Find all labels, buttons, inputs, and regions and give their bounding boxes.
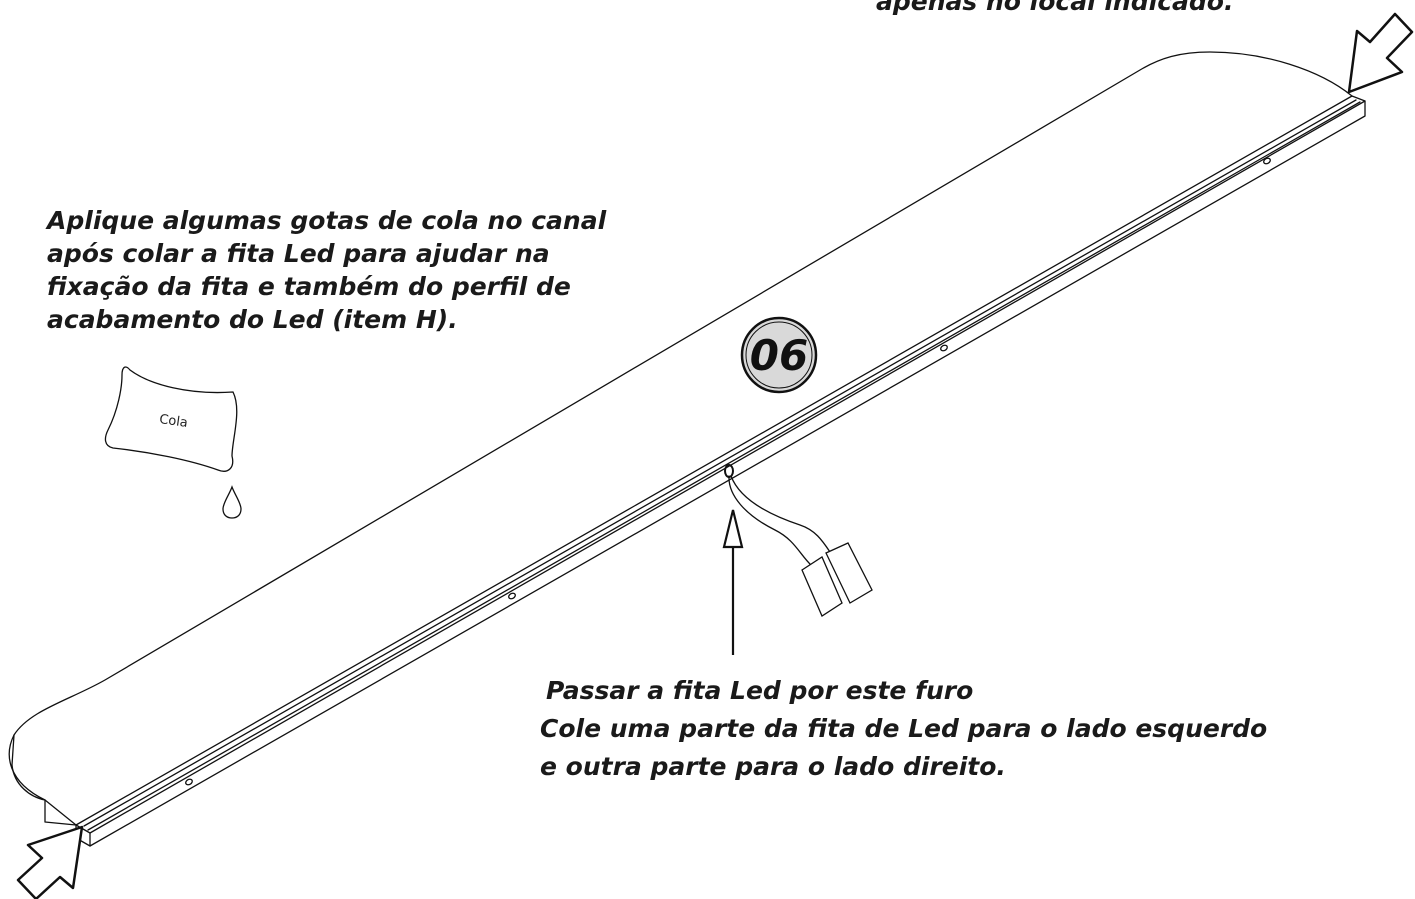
glue-bottle-label: Cola	[158, 412, 188, 431]
top-instruction-note: apenas no local indicado.	[876, 0, 1234, 16]
led-connector-icon	[801, 542, 873, 617]
led-channel-groove-1	[83, 99, 1357, 827]
hole-instruction-note: Passar a fita Led por este furo Cole uma…	[540, 672, 1267, 786]
glue-note-line-2: após colar a fita Led para ajudar na	[47, 239, 550, 268]
hole-note-line-1: Passar a fita Led por este furo	[546, 676, 974, 705]
led-channel-groove-2	[87, 101, 1361, 831]
shelf-edge	[11, 734, 46, 801]
led-wire	[728, 475, 813, 567]
glue-instruction-note: Aplique algumas gotas de cola no canal a…	[47, 204, 606, 336]
step-badge: 06	[740, 316, 818, 394]
step-number: 06	[750, 331, 808, 380]
edge-hole	[940, 344, 948, 352]
edge-hole	[508, 592, 516, 600]
arrow-up-icon	[722, 509, 744, 655]
glue-note-line-1: Aplique algumas gotas de cola no canal	[47, 206, 607, 235]
shelf-bottom-edge	[89, 100, 1366, 847]
glue-bottle-icon: Cola	[104, 366, 238, 472]
shelf-top-surface	[8, 51, 1353, 826]
glue-note-line-3: fixação da fita e também do perfil de	[47, 272, 571, 301]
glue-drop-icon	[222, 485, 242, 519]
hole-note-line-2: Cole uma parte da fita de Led para o lad…	[540, 714, 1268, 743]
hole-note-line-3: e outra parte para o lado direito.	[540, 752, 1006, 781]
edge-hole	[185, 778, 193, 786]
edge-hole	[1263, 157, 1271, 165]
led-wire	[730, 475, 831, 553]
glue-note-line-4: acabamento do Led (item H).	[47, 305, 458, 334]
arrow-bottom-left-icon	[16, 825, 84, 899]
led-channel	[75, 95, 1366, 834]
arrow-top-right-icon	[1347, 12, 1414, 94]
shelf-edge-inner	[44, 799, 77, 826]
